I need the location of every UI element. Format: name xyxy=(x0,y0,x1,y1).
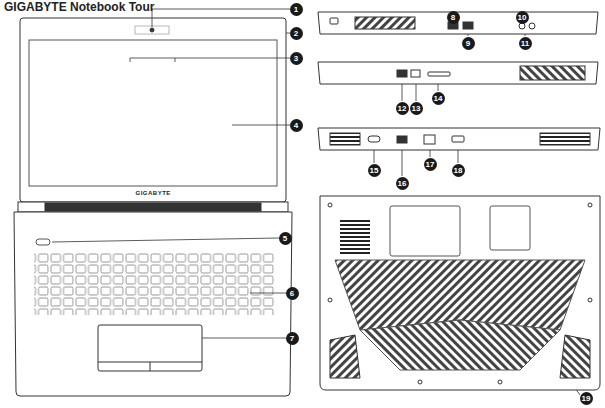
callout-number: 3 xyxy=(290,52,303,65)
callout-number: 12 xyxy=(396,102,409,115)
page-title: GIGABYTE Notebook Tour xyxy=(4,0,154,14)
front-view xyxy=(14,18,292,396)
callout-number: 11 xyxy=(519,37,532,50)
bottom-view xyxy=(320,196,600,390)
callout-number: 14 xyxy=(432,92,445,105)
callout-number: 13 xyxy=(410,102,423,115)
callout-number: 7 xyxy=(286,332,299,345)
callout-number: 19 xyxy=(580,392,593,405)
callout-number: 4 xyxy=(290,119,303,132)
callout-number: 2 xyxy=(290,27,303,40)
callout-number: 17 xyxy=(424,158,437,171)
callout-number: 6 xyxy=(286,287,299,300)
callout-number: 1 xyxy=(290,3,303,16)
callout-number: 8 xyxy=(447,11,460,24)
callout-number: 15 xyxy=(368,164,381,177)
callout-number: 10 xyxy=(516,11,529,24)
brand-logo: GIGABYTE xyxy=(136,190,171,196)
callout-number: 5 xyxy=(279,232,292,245)
callout-number: 18 xyxy=(452,164,465,177)
side-views xyxy=(318,12,600,150)
callout-number: 9 xyxy=(462,37,475,50)
callout-number: 16 xyxy=(396,177,409,190)
